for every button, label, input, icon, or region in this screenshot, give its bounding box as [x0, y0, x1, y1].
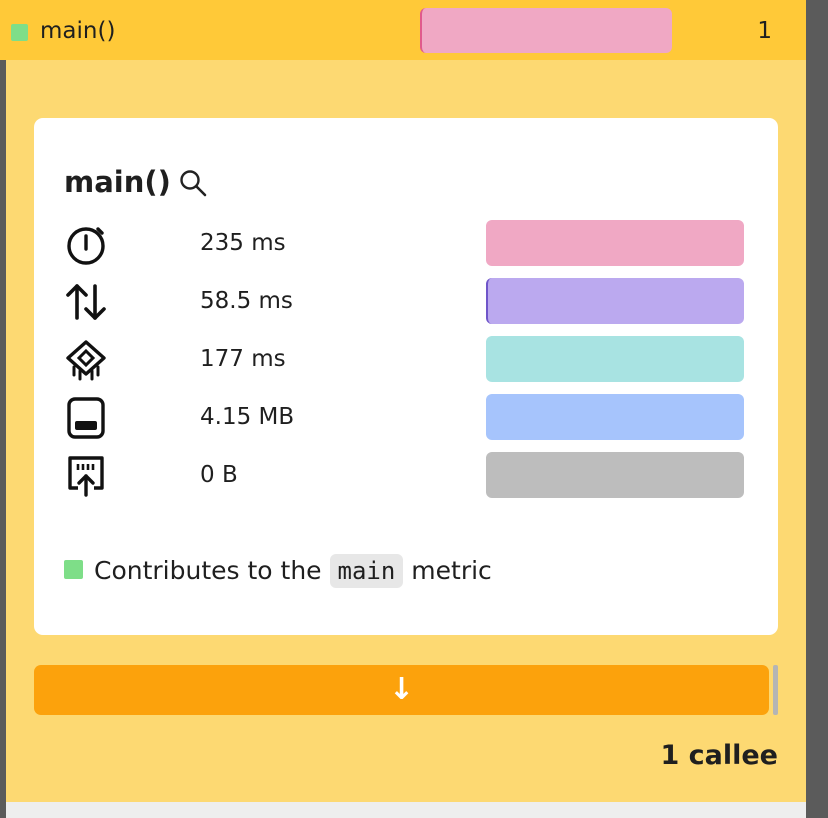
time-bar: [420, 8, 672, 53]
metric-value: 0 B: [200, 462, 238, 488]
metric-row: 235 ms: [34, 220, 778, 266]
metric-bar: [486, 278, 744, 324]
metric-row: 4.15 MB: [34, 394, 778, 440]
metric-bar: [486, 220, 744, 266]
metric-bar: [486, 336, 744, 382]
storage-icon: [67, 397, 105, 439]
function-name: main(): [40, 18, 116, 44]
call-row-header[interactable]: main() 1: [0, 0, 806, 60]
metric-value: 235 ms: [200, 230, 286, 256]
stopwatch-icon: [67, 227, 105, 265]
metric-row: 0 B: [34, 452, 778, 498]
scrollbar[interactable]: [773, 665, 778, 715]
metric-code: main: [329, 554, 404, 588]
metric-value: 177 ms: [200, 346, 286, 372]
metric-bar: [486, 394, 744, 440]
metric-value: 4.15 MB: [200, 404, 295, 430]
legend-swatch: [64, 560, 83, 579]
call-count: 1: [757, 18, 772, 44]
metric-value: 58.5 ms: [200, 288, 293, 314]
legend-text: Contributes to the main metric: [94, 554, 492, 588]
legend-prefix: Contributes to the: [94, 556, 322, 585]
metric-swatch: [11, 24, 28, 41]
legend-suffix: metric: [411, 556, 492, 585]
metric-row: 58.5 ms: [34, 278, 778, 324]
expand-callees-button[interactable]: ↓: [34, 665, 769, 715]
next-row: [6, 802, 806, 818]
metric-bar: [486, 452, 744, 498]
metric-row: 177 ms: [34, 336, 778, 382]
chip-icon: [66, 340, 106, 381]
function-details-card: main() 235 ms 58.5 ms: [34, 118, 778, 635]
magnifier-icon[interactable]: [178, 168, 208, 198]
up-down-arrows-icon: [66, 284, 106, 320]
network-upload-icon: [68, 456, 104, 497]
callee-count: 1 callee: [660, 740, 778, 771]
card-title: main(): [64, 165, 171, 199]
